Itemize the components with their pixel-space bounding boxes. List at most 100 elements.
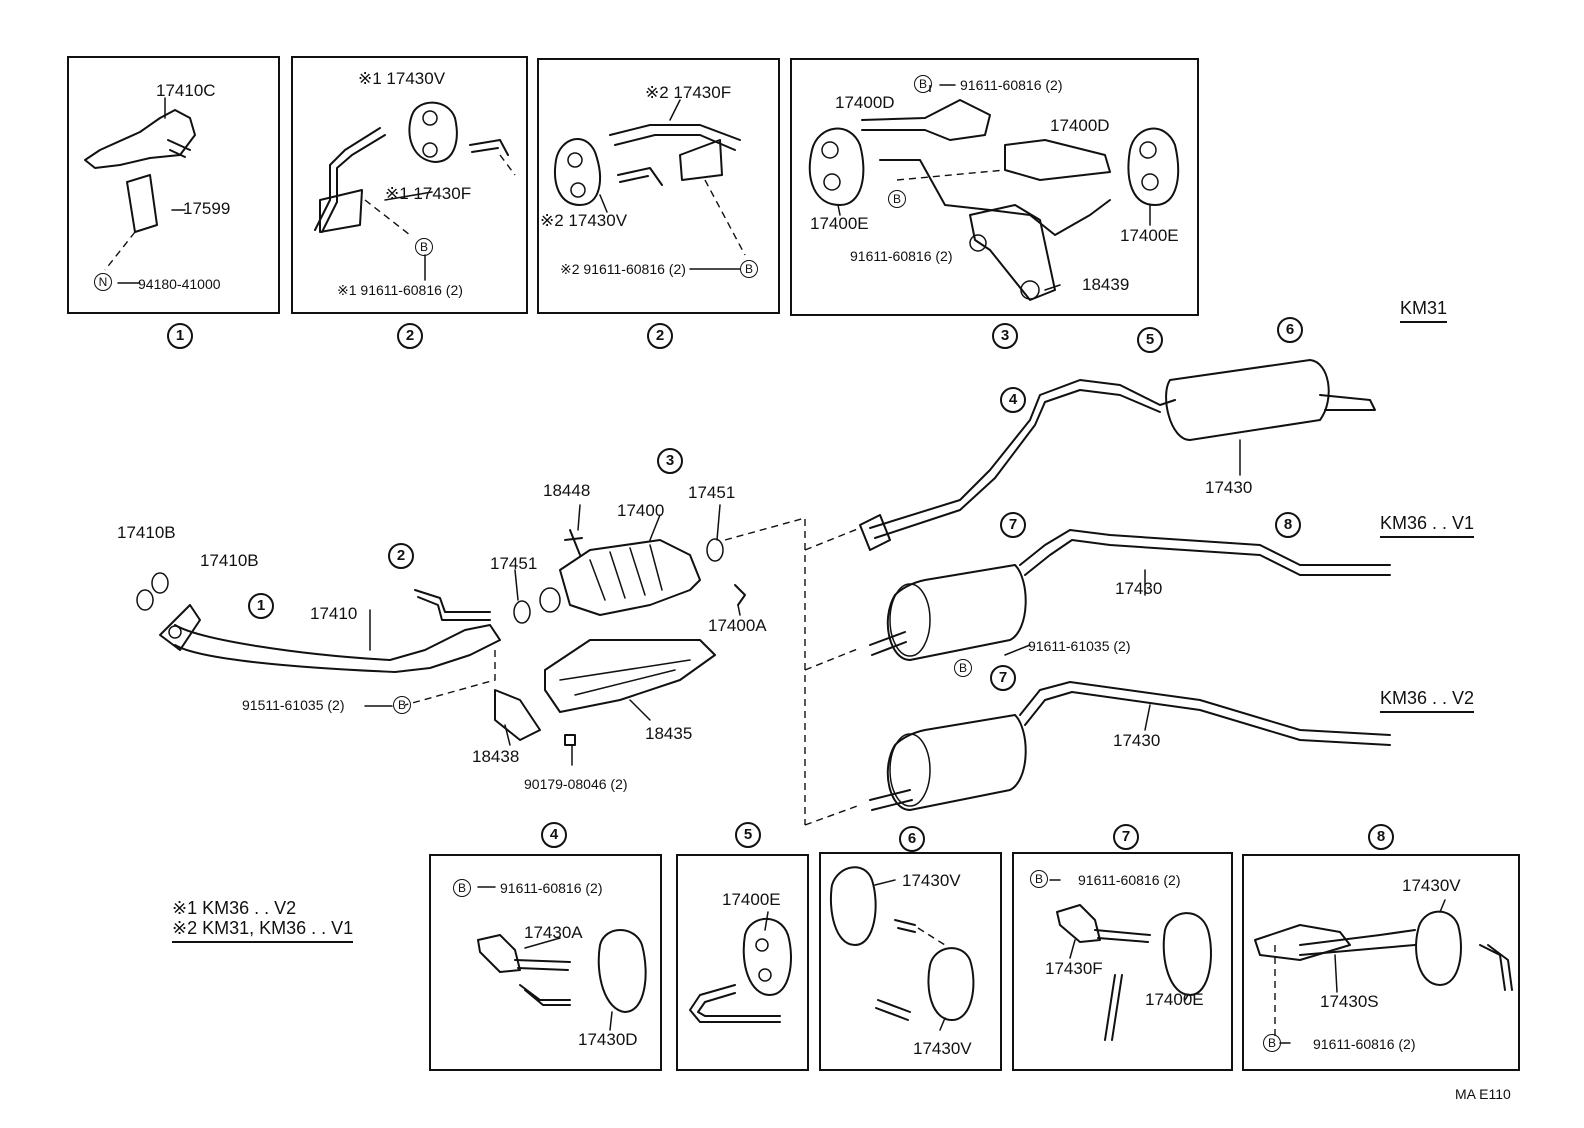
model-km36-v1: KM36 . . V1: [1380, 513, 1475, 538]
detail-box-2a: [291, 56, 528, 314]
gasket-17451-right: [706, 538, 724, 562]
note-2: ※2 KM31, KM36 . . V1: [172, 918, 354, 943]
letter-b-3b: B: [888, 190, 906, 208]
index-2-box-a: 2: [397, 323, 423, 349]
detail-box-1: [67, 56, 280, 314]
letter-b-main-left: B: [393, 696, 411, 714]
label-17400: 17400: [617, 501, 665, 520]
insulator-17430V-box8: [1415, 910, 1462, 986]
model-km31: KM31: [1400, 298, 1448, 323]
insulator-17400E-left: [808, 127, 865, 206]
label-17430F-box7: 17430F: [1045, 959, 1103, 978]
index-8-main: 8: [1275, 512, 1301, 538]
label-17400E-a: 17400E: [810, 214, 869, 233]
label-17400E-b: 17400E: [1120, 226, 1179, 245]
bracket-17400D-right: [1004, 139, 1111, 181]
label-17410B-a: 17410B: [117, 523, 176, 542]
bracket-17400A: [734, 584, 746, 606]
label-18439: 18439: [1082, 275, 1130, 294]
label-17430D: 17430D: [578, 1030, 638, 1049]
index-5-box: 5: [735, 822, 761, 848]
heat-insulator-18435: [544, 639, 716, 713]
letter-b-3a: B: [914, 75, 932, 93]
bracket-18439: [969, 204, 1056, 301]
converter-17400: [559, 539, 701, 616]
tail-pipe-v1: [1019, 529, 1391, 576]
index-3-main: 3: [657, 448, 683, 474]
insulator-17430D: [597, 929, 647, 1013]
bracket-17430F-2b: [679, 139, 723, 181]
label-17430A: 17430A: [524, 923, 583, 942]
index-3-box: 3: [992, 323, 1018, 349]
label-17430S: 17430S: [1320, 992, 1379, 1011]
letter-n: N: [94, 273, 112, 291]
hanger-17599: [126, 174, 158, 233]
heat-insulator-18438: [494, 689, 541, 741]
label-91611-3a: 91611-60816 (2): [960, 77, 1063, 93]
index-2-box-b: 2: [647, 323, 673, 349]
model-km36-v2: KM36 . . V2: [1380, 688, 1475, 713]
label-18448: 18448: [543, 481, 591, 500]
letter-b-box7: B: [1030, 870, 1048, 888]
index-4-main: 4: [1000, 387, 1026, 413]
gasket-17410B-2: [151, 572, 169, 594]
label-17400A: 17400A: [708, 616, 767, 635]
label-91611-3b: 91611-60816 (2): [850, 248, 953, 264]
index-8-box: 8: [1368, 824, 1394, 850]
label-17400E-box7: 17400E: [1145, 990, 1204, 1009]
label-17430V-box6b: 17430V: [913, 1039, 972, 1058]
label-91611-s2: ※2 91611-60816 (2): [560, 261, 686, 277]
index-1-box: 1: [167, 323, 193, 349]
label-94180: 94180-41000: [138, 276, 221, 292]
gasket-17410B-1: [136, 589, 154, 611]
insulator-17400E-box7: [1162, 912, 1212, 996]
label-17430V-box8: 17430V: [1402, 876, 1461, 895]
detail-box-5: [676, 854, 809, 1071]
bracket-17430F-box7: [1056, 904, 1101, 943]
gasket-17451-left: [513, 600, 531, 624]
center-pipe-km31: [869, 379, 1176, 539]
label-17410: 17410: [310, 604, 358, 623]
label-17599: 17599: [183, 199, 231, 218]
index-6-box: 6: [899, 826, 925, 852]
label-17400D-b: 17400D: [1050, 116, 1110, 135]
note-1: ※1 KM36 . . V2: [172, 898, 297, 918]
letter-b-box4: B: [453, 879, 471, 897]
detail-box-3: [790, 58, 1199, 316]
detail-box-7: [1012, 852, 1233, 1071]
footer-code: MA E110: [1455, 1086, 1511, 1102]
letter-b-main-right: B: [954, 659, 972, 677]
label-91611-box8: 91611-60816 (2): [1313, 1036, 1416, 1052]
index-4-box: 4: [541, 822, 567, 848]
label-17430F-s2: ※2 17430F: [645, 83, 732, 102]
label-17400E-box5: 17400E: [722, 890, 781, 909]
label-17400D-a: 17400D: [835, 93, 895, 112]
index-7-main-b: 7: [990, 665, 1016, 691]
sensor-18448: [564, 529, 583, 556]
letter-b-2b: B: [740, 260, 758, 278]
pipe-2b: [609, 124, 741, 151]
bracket-17430A: [477, 934, 521, 973]
index-7-box: 7: [1113, 824, 1139, 850]
detail-box-6: [819, 852, 1002, 1071]
label-91611-box7: 91611-60816 (2): [1078, 872, 1181, 888]
detail-box-2b: [537, 58, 780, 314]
index-6-main: 6: [1277, 317, 1303, 343]
insulator-17430V-6b: [927, 947, 975, 1021]
insulator-17430V-6a: [829, 866, 877, 946]
pipe-3: [879, 159, 1111, 236]
bracket-17400D-top: [861, 99, 991, 141]
muffler-17430-v1: [886, 564, 1027, 661]
label-18438: 18438: [472, 747, 520, 766]
label-91611-61035: 91611-61035 (2): [1028, 638, 1131, 654]
label-17410B-b: 17410B: [200, 551, 259, 570]
label-17430-v1: 17430: [1115, 579, 1163, 598]
label-17430V-s1: ※1 17430V: [358, 69, 446, 88]
insulator-17400E-right: [1127, 127, 1180, 206]
label-17410C: 17410C: [156, 81, 216, 100]
label-17451-right: 17451: [688, 483, 736, 502]
label-91611-box4: 91611-60816 (2): [500, 880, 603, 896]
front-pipe-17410: [174, 624, 501, 673]
flange-front: [159, 604, 201, 651]
